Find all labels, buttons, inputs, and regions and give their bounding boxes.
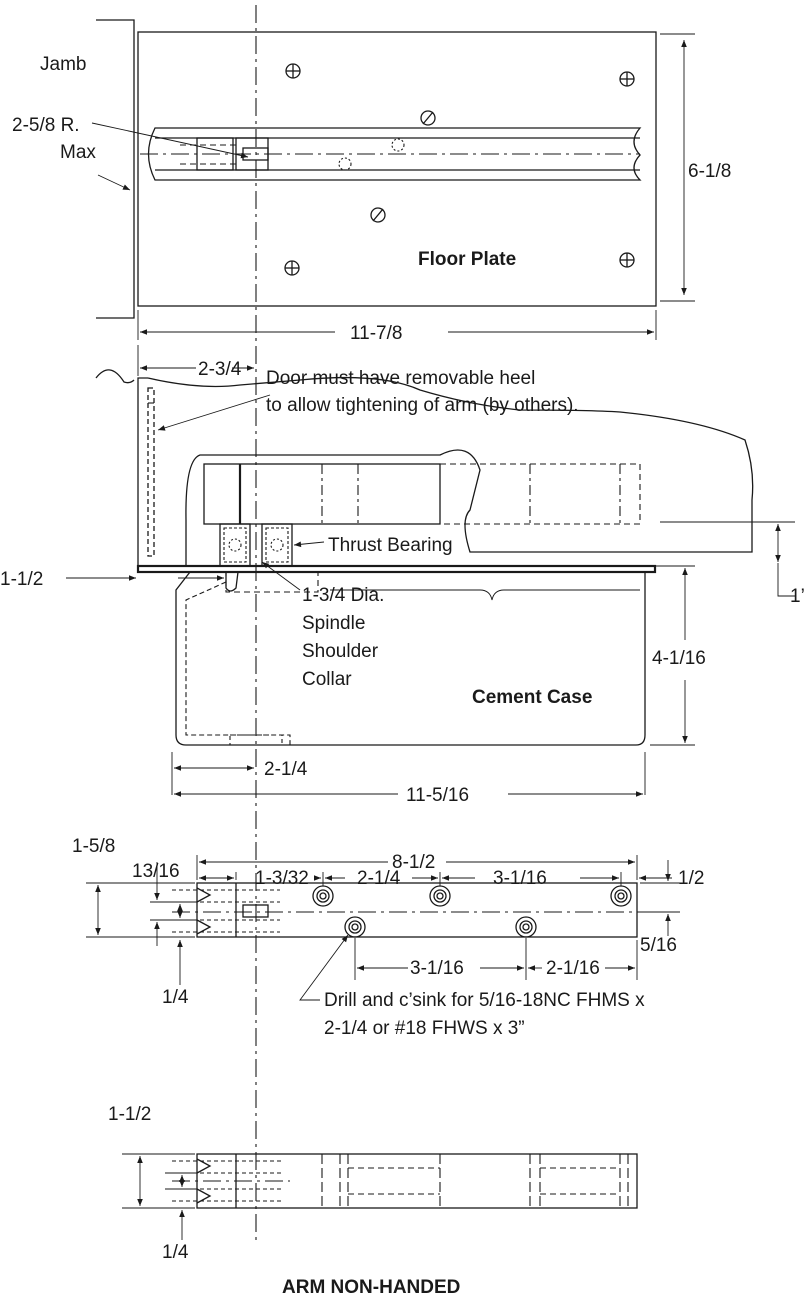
countersunk-hole-icon	[344, 916, 366, 938]
case-depth-dim: 4-1/16	[652, 648, 706, 669]
floor-plate-label: Floor Plate	[418, 249, 516, 270]
door-note-line-1: Door must have removable heel	[266, 368, 535, 389]
spindle-label-1: 1-3/4 Dia.	[302, 585, 384, 606]
screw-icon	[619, 252, 635, 268]
arm-b-dim: 1-3/32	[255, 868, 309, 889]
door-outline	[147, 376, 754, 566]
countersunk-hole-icon	[515, 916, 537, 938]
radius-label: 2-5/8 R.	[12, 115, 80, 136]
cement-case-label: Cement Case	[472, 687, 592, 708]
arm-top-outline	[196, 882, 638, 938]
arm-h-dim: 3-1/16	[410, 958, 464, 979]
arm-d-dim: 3-1/16	[493, 868, 547, 889]
arm-a-dim: 13/16	[132, 861, 180, 882]
arm-side-view	[122, 1153, 638, 1240]
plate-length-dim: 11-7/8	[350, 323, 402, 344]
jamb-label: Jamb	[40, 54, 86, 75]
arm-length-dim: 8-1/2	[392, 852, 435, 873]
arm-g-dim: 1/4	[162, 987, 189, 1008]
countersunk-hole-icon	[429, 885, 451, 907]
depth-small-dim: 1’	[790, 586, 805, 607]
section-view	[66, 345, 795, 797]
jamb-offset-dim: 2-3/4	[198, 359, 242, 380]
drill-note-line-2: 2-1/4 or #18 FHWS x 3”	[324, 1018, 525, 1039]
floor-plate-view	[91, 19, 695, 340]
countersunk-hole-icon	[312, 885, 334, 907]
arm-i-dim: 2-1/16	[546, 958, 600, 979]
case-offset-dim: 1-1/2	[0, 569, 43, 590]
plate-width-dim: 6-1/8	[688, 161, 731, 182]
spindle-label-2: Spindle	[302, 613, 365, 634]
cement-case-outline	[175, 571, 646, 746]
arm-title: ARM NON-HANDED	[282, 1277, 460, 1298]
arm2-g-dim: 1/4	[162, 1242, 189, 1263]
thrust-bearing-label: Thrust Bearing	[328, 535, 453, 556]
spindle-label-3: Shoulder	[302, 641, 379, 662]
arm-top-view	[86, 855, 680, 1001]
arm-e-dim: 1/2	[678, 868, 704, 889]
slotted-screw-icon	[370, 207, 386, 223]
case-center-dim: 2-1/4	[264, 759, 308, 780]
drill-note-line-1: Drill and c’sink for 5/16-18NC FHMS x	[324, 990, 645, 1011]
plate-slot	[147, 127, 642, 181]
slotted-screw-icon	[420, 110, 436, 126]
radius-max-label: Max	[60, 142, 96, 163]
spindle-label-4: Collar	[302, 669, 352, 690]
arm-side-outline	[196, 1153, 638, 1209]
hidden-screw-icon	[338, 138, 405, 171]
floor-plate-outline	[137, 31, 657, 307]
screw-icon	[284, 260, 300, 276]
jamb-outline	[96, 19, 135, 319]
arm-f-dim: 5/16	[640, 935, 677, 956]
case-length-dim: 11-5/16	[406, 785, 469, 806]
floor-plate-section	[136, 564, 657, 574]
arm2-width-dim: 1-1/2	[108, 1104, 151, 1125]
arm-width-dim: 1-5/8	[72, 836, 115, 857]
door-note-line-2: to allow tightening of arm (by others).	[266, 395, 579, 416]
countersunk-hole-icon	[610, 885, 632, 907]
screw-icon	[285, 63, 301, 79]
screw-icon	[619, 71, 635, 87]
arm-c-dim: 2-1/4	[357, 868, 401, 889]
